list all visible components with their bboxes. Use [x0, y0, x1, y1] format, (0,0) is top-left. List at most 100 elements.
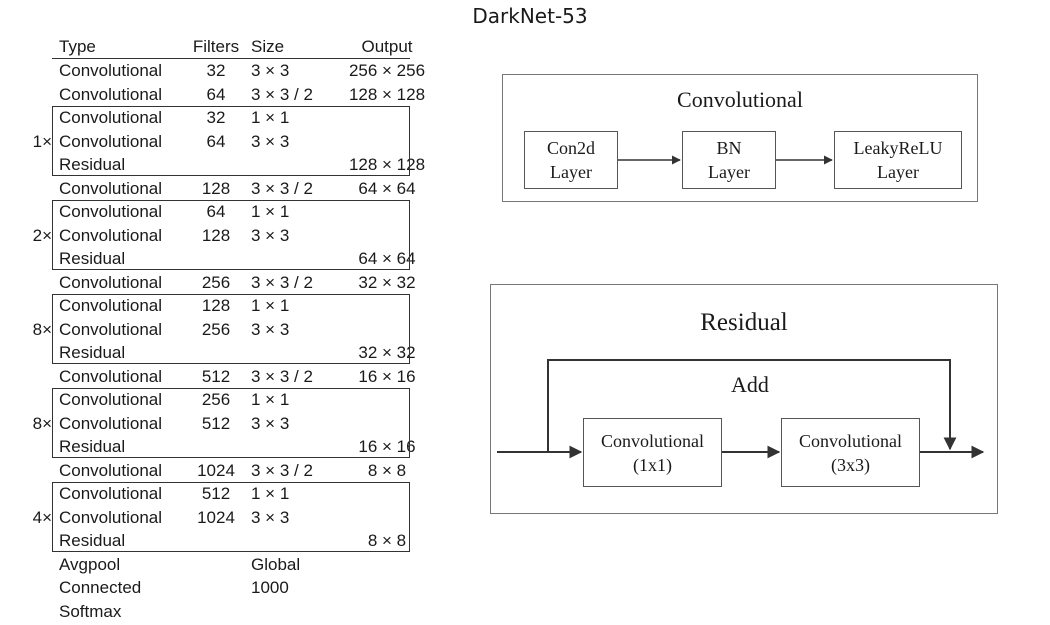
cell-type: Residual: [59, 249, 126, 268]
cell-type: Convolutional: [59, 296, 163, 315]
figure-title: DarkNet-53: [472, 4, 588, 28]
cell-filters: 128: [201, 179, 231, 198]
header-filters: Filters: [192, 37, 240, 56]
cell-filters: 128: [201, 226, 231, 245]
cell-size: 1 × 1: [251, 390, 290, 409]
cell-type: Residual: [59, 531, 126, 550]
cell-filters: 1024: [197, 461, 235, 480]
cell-filters: 32: [206, 108, 226, 127]
cell-type: Connected: [59, 578, 142, 597]
cell-filters: 256: [201, 273, 231, 292]
skip-connection-arrow: [547, 359, 957, 452]
cell-type: Convolutional: [59, 508, 163, 527]
cell-size: 3 × 3: [251, 132, 290, 151]
convolutional-title: Convolutional: [677, 87, 803, 112]
cell-size: 1 × 1: [251, 202, 290, 221]
cell-type: Softmax: [59, 602, 122, 621]
box-label: (3x3): [831, 454, 870, 475]
cell-filters: 64: [206, 202, 226, 221]
cell-filters: 1024: [197, 508, 235, 527]
cell-type: Residual: [59, 437, 126, 456]
cell-type: Convolutional: [59, 414, 163, 433]
cell-size: 1000: [251, 578, 289, 597]
residual-block-1: [52, 106, 410, 176]
box-label: Layer: [708, 162, 750, 182]
cell-output: 128 × 128: [348, 155, 426, 174]
header-rule: [52, 58, 410, 59]
bn-layer-box: BN Layer: [682, 131, 776, 189]
cell-size: 3 × 3 / 2: [251, 461, 313, 480]
cell-filters: 256: [201, 320, 231, 339]
residual-block-3: [52, 294, 410, 364]
box-label: Convolutional: [601, 430, 704, 451]
cell-size: 1 × 1: [251, 484, 290, 503]
residual-block-5: [52, 482, 410, 552]
cell-size: 1 × 1: [251, 296, 290, 315]
box-label: BN: [716, 138, 742, 158]
cell-filters: 64: [206, 132, 226, 151]
cell-filters: 32: [206, 61, 226, 80]
cell-type: Convolutional: [59, 61, 163, 80]
cell-filters: 128: [201, 296, 231, 315]
cell-output: 8 × 8: [367, 461, 407, 480]
cell-size: 3 × 3: [251, 508, 290, 527]
conv-3x3-box: Convolutional (3x3): [781, 418, 920, 487]
cell-size: 3 × 3: [251, 61, 290, 80]
leakyrelu-layer-box: LeakyReLU Layer: [834, 131, 962, 189]
cell-size: 3 × 3: [251, 226, 290, 245]
darknet53-table: Type Filters Size Output Convolutional 32…: [0, 0, 450, 625]
cell-type: Convolutional: [59, 226, 163, 245]
cell-filters: 512: [201, 367, 231, 386]
residual-block-4: [52, 388, 410, 458]
cell-output: 64 × 64: [358, 249, 416, 268]
box-label: Con2d: [546, 138, 595, 158]
cell-output: 32 × 32: [358, 343, 416, 362]
cell-filters: 256: [201, 390, 231, 409]
cell-size: 3 × 3 / 2: [251, 85, 313, 104]
header-output: Output: [361, 37, 413, 56]
cell-output: 128 × 128: [348, 85, 426, 104]
add-label: Add: [731, 372, 769, 397]
cell-output: 16 × 16: [358, 367, 416, 386]
cell-output: 8 × 8: [367, 531, 407, 550]
residual-title: Residual: [700, 309, 788, 336]
conv-1x1-box: Convolutional (1x1): [583, 418, 722, 487]
cell-size: 3 × 3 / 2: [251, 179, 313, 198]
cell-type: Convolutional: [59, 461, 163, 480]
cell-type: Convolutional: [59, 179, 163, 198]
header-size: Size: [251, 37, 285, 56]
cell-type: Convolutional: [59, 108, 163, 127]
header-type: Type: [59, 37, 96, 56]
box-label: Layer: [550, 162, 592, 182]
repeat-multiplier: 8×: [32, 320, 52, 339]
cell-type: Convolutional: [59, 132, 163, 151]
cell-size: 3 × 3: [251, 414, 290, 433]
repeat-multiplier: 2×: [32, 226, 52, 245]
box-label: (1x1): [633, 454, 672, 475]
box-label: Convolutional: [799, 430, 902, 451]
cell-type: Residual: [59, 155, 126, 174]
cell-type: Convolutional: [59, 85, 163, 104]
cell-size: 3 × 3 / 2: [251, 367, 313, 386]
cell-output: 16 × 16: [358, 437, 416, 456]
residual-block-2: [52, 200, 410, 270]
cell-size: 3 × 3 / 2: [251, 273, 313, 292]
repeat-multiplier: 1×: [32, 132, 52, 151]
cell-filters: 64: [206, 85, 226, 104]
cell-output: 32 × 32: [358, 273, 416, 292]
cell-size: 1 × 1: [251, 108, 290, 127]
box-label: Layer: [877, 162, 919, 182]
cell-type: Convolutional: [59, 273, 163, 292]
con2d-layer-box: Con2d Layer: [524, 131, 618, 189]
repeat-multiplier: 8×: [32, 414, 52, 433]
repeat-multiplier: 4×: [32, 508, 52, 527]
cell-type: Avgpool: [59, 555, 121, 574]
box-label: LeakyReLU: [853, 138, 943, 158]
cell-output: 64 × 64: [358, 179, 416, 198]
cell-type: Convolutional: [59, 202, 163, 221]
cell-filters: 512: [201, 414, 231, 433]
cell-type: Residual: [59, 343, 126, 362]
cell-type: Convolutional: [59, 390, 163, 409]
cell-filters: 512: [201, 484, 231, 503]
